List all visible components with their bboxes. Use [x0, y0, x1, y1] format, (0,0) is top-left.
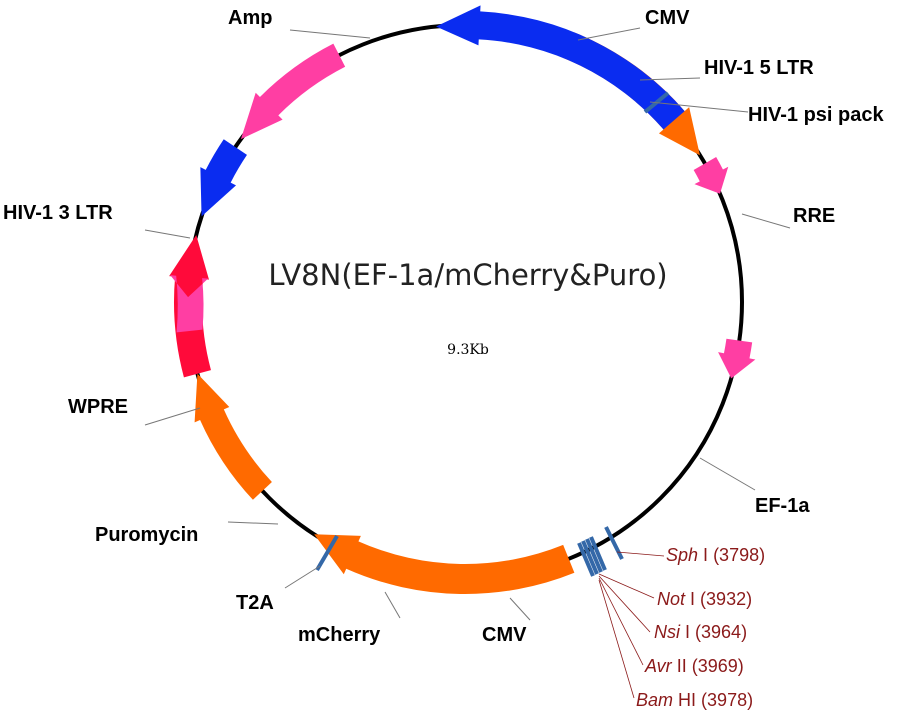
nsi1-site-mark — [581, 540, 599, 575]
not1-site-mark — [577, 542, 595, 577]
wpre-leader — [144, 407, 201, 426]
site-label-nsi1: Nsi I (3964) — [654, 622, 747, 642]
not1-leader — [598, 573, 655, 599]
hiv1-5ltr-leader — [639, 77, 701, 81]
cmv-bottom-label: CMV — [482, 624, 527, 646]
t2a-site-mark — [315, 534, 339, 572]
mcherry-leader — [384, 591, 401, 619]
rre-feature-arrow — [718, 338, 756, 379]
t2a-label: T2A — [236, 592, 274, 614]
hiv1-3ltr-feature-arrow — [170, 275, 209, 333]
hiv1-5ltr-feature-arrow — [693, 157, 729, 194]
amp-label: Amp — [228, 7, 272, 29]
amp-leader — [289, 29, 371, 39]
hiv1-psi-label: HIV-1 psi pack — [748, 104, 884, 126]
site-label-avr2: Avr II (3969) — [644, 656, 744, 676]
site-label-bamhi: Bam HI (3978) — [636, 690, 753, 710]
hiv1-psi-leader — [649, 101, 749, 113]
restriction-site-marks — [315, 91, 670, 577]
site-leader-lines — [598, 551, 665, 699]
amp-feature-arrow — [436, 5, 685, 130]
cmv-top-leader — [577, 27, 641, 41]
ef1a-label: EF-1a — [755, 495, 810, 517]
wpre-feature-arrow — [240, 43, 346, 140]
rre-leader — [741, 213, 791, 229]
hiv1-5ltr-label: HIV-1 5 LTR — [704, 57, 814, 79]
site-label-not1: Not I (3932) — [657, 589, 752, 609]
ef1a-feature-arrow — [314, 534, 575, 594]
cmv-top-label: CMV — [645, 7, 690, 29]
cmv-bottom-feature-arrow — [194, 373, 272, 500]
puromycin-label: Puromycin — [95, 524, 198, 546]
sph1-site-mark — [604, 526, 624, 560]
hiv1-3ltr-label: HIV-1 3 LTR — [3, 202, 113, 224]
plasmid-size: 9.3Kb — [447, 342, 489, 358]
cmv-bottom-leader — [509, 597, 531, 621]
plasmid-name: LV8N(EF-1a/mCherry&Puro) — [268, 258, 667, 292]
features-layer — [169, 5, 756, 594]
bamhi-site-mark — [589, 536, 607, 571]
nsi1-leader — [598, 575, 651, 633]
wpre-label: WPRE — [68, 396, 128, 418]
avr2-leader — [598, 577, 644, 666]
puromycin-feature-arrow — [200, 139, 247, 217]
sph1-leader — [616, 551, 665, 557]
mcherry-label: mCherry — [298, 624, 381, 646]
puromycin-leader — [227, 521, 279, 525]
ef1a-leader — [699, 457, 756, 491]
site-label-sph1: Sph I (3798) — [666, 545, 765, 565]
hiv1-3ltr-leader — [144, 229, 191, 239]
t2a-leader — [284, 565, 321, 589]
label-leader-lines — [144, 27, 791, 621]
avr2-site-mark — [585, 538, 603, 573]
bamhi-leader — [598, 579, 635, 699]
rre-label: RRE — [793, 205, 835, 227]
